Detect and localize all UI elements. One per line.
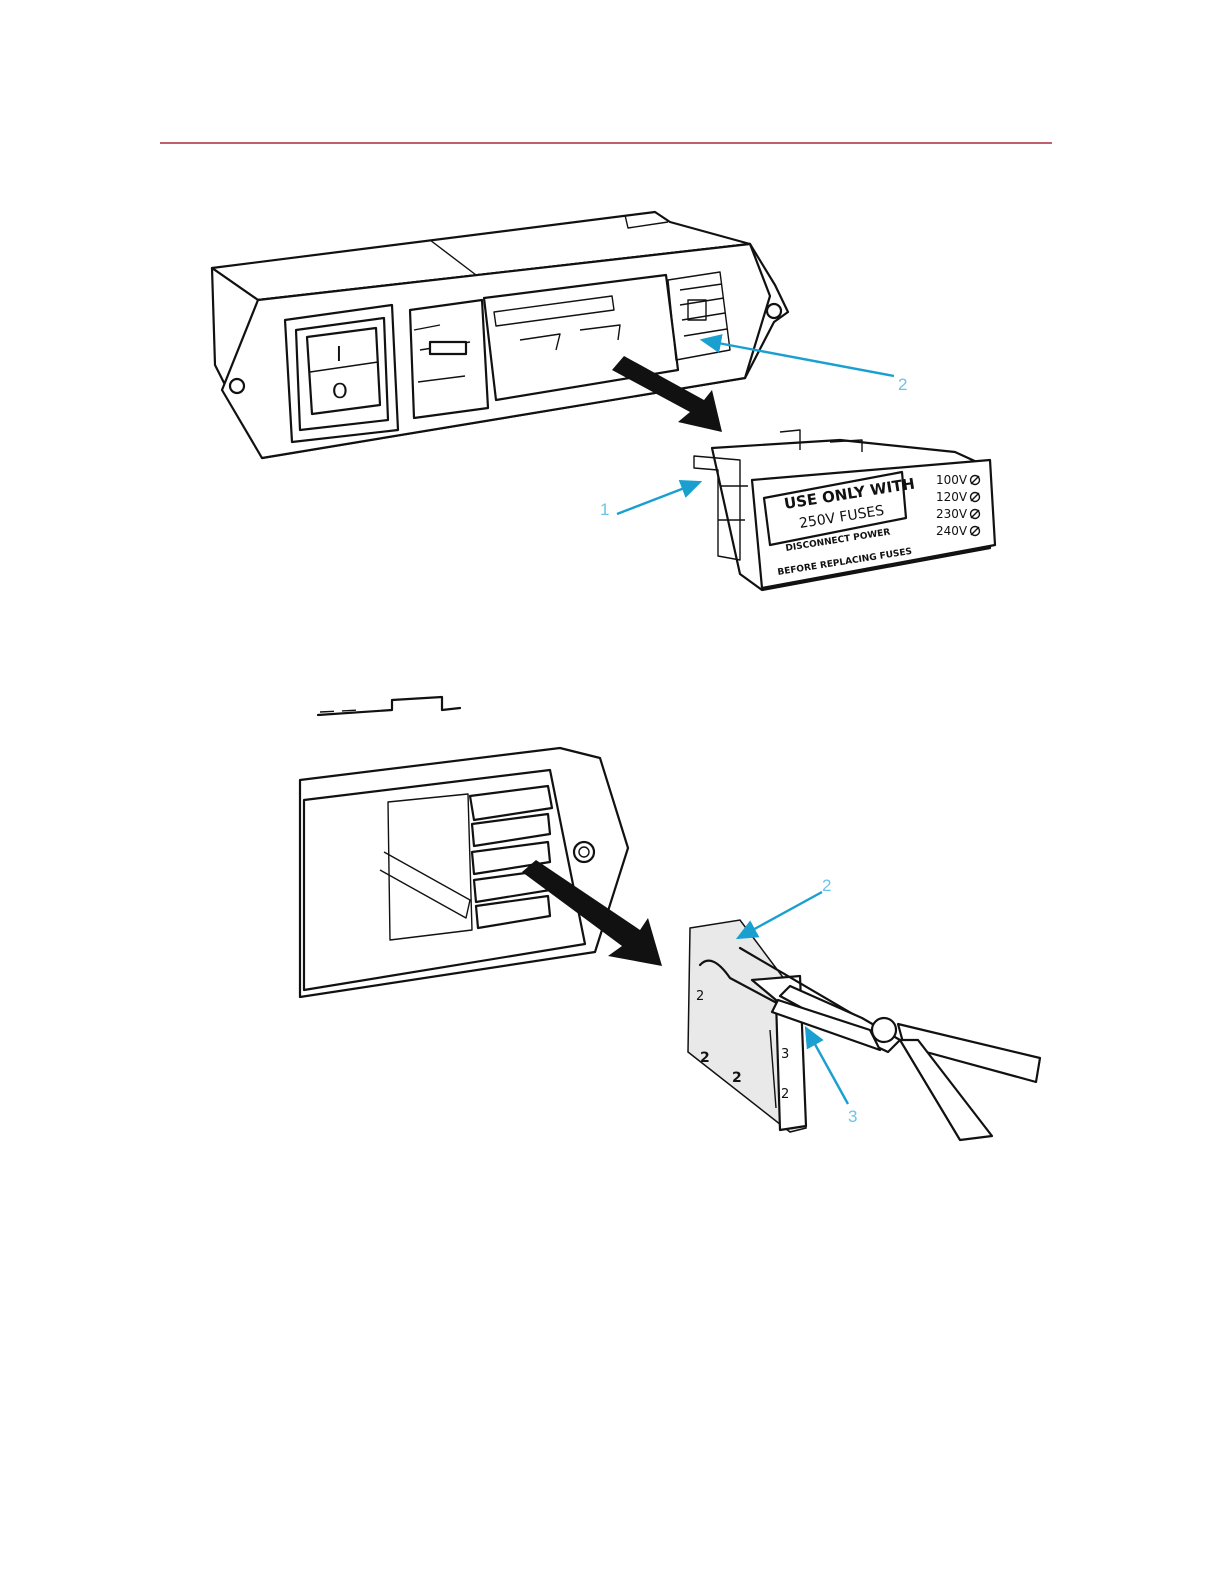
- switch-on-symbol: I: [336, 342, 342, 366]
- module-interior: [300, 697, 662, 997]
- part-mark-2: 2: [732, 1070, 742, 1086]
- part-mark-5: 2: [781, 1087, 789, 1102]
- fuse-drawer: USE ONLY WITH 250V FUSES DISCONNECT POWE…: [694, 430, 995, 590]
- pliers: [772, 986, 1040, 1140]
- part-mark-1: 2: [700, 1050, 710, 1066]
- part-mark-3: 2: [696, 989, 704, 1004]
- switch-off-symbol: O: [332, 379, 348, 403]
- voltage-230: 230V: [936, 507, 968, 521]
- voltage-120: 120V: [936, 490, 968, 504]
- power-entry-module: I O: [212, 212, 788, 458]
- voltage-100: 100V: [936, 473, 968, 487]
- callout-2-top: 2: [898, 375, 907, 394]
- callout-3: 3: [848, 1107, 857, 1126]
- callout-2-bottom: 2: [822, 876, 831, 895]
- part-mark-4: 3: [781, 1047, 789, 1062]
- callout-1: 1: [600, 500, 609, 519]
- voltage-240: 240V: [936, 524, 968, 538]
